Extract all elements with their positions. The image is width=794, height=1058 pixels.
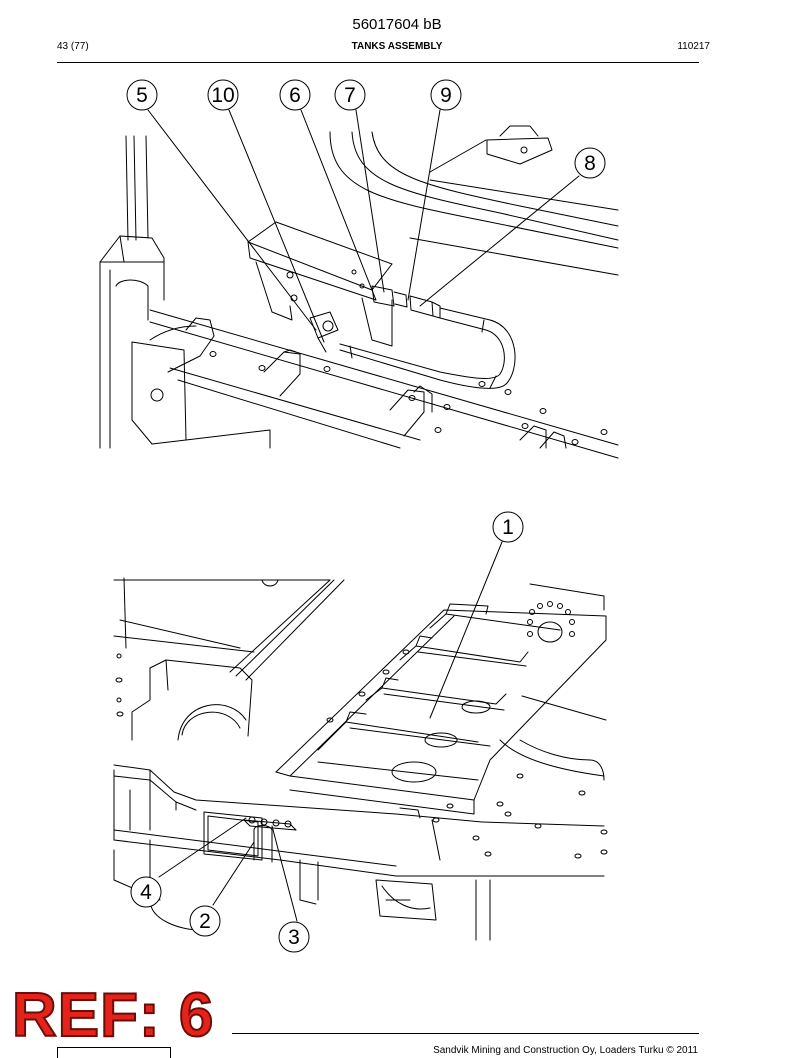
bottom-callout-leaders xyxy=(158,541,503,922)
callout-1: 1 xyxy=(502,516,514,539)
callout-7: 7 xyxy=(344,84,356,107)
callout-8: 8 xyxy=(584,152,596,175)
callout-circles xyxy=(126,79,606,953)
document-date: 110217 xyxy=(677,41,710,52)
document-number: 56017604 bB xyxy=(352,16,442,33)
callout-4: 4 xyxy=(140,881,152,904)
section-title: TANKS ASSEMBLY xyxy=(351,41,443,52)
callout-5: 5 xyxy=(136,84,148,107)
page-count: 43 (77) xyxy=(57,41,89,52)
reference-stamp: REF: 6 xyxy=(11,981,215,1050)
header-divider xyxy=(57,62,699,63)
footer-divider xyxy=(232,1033,699,1034)
bottom-assembly-view xyxy=(113,577,608,941)
callout-6: 6 xyxy=(289,84,301,107)
top-assembly-view xyxy=(99,125,619,459)
callout-2: 2 xyxy=(199,910,211,933)
callout-10: 10 xyxy=(211,84,234,107)
top-callout-leaders xyxy=(147,109,580,343)
callout-9: 9 xyxy=(440,84,452,107)
callout-3: 3 xyxy=(288,926,300,949)
footer-copyright: Sandvik Mining and Construction Oy, Load… xyxy=(433,1045,698,1056)
